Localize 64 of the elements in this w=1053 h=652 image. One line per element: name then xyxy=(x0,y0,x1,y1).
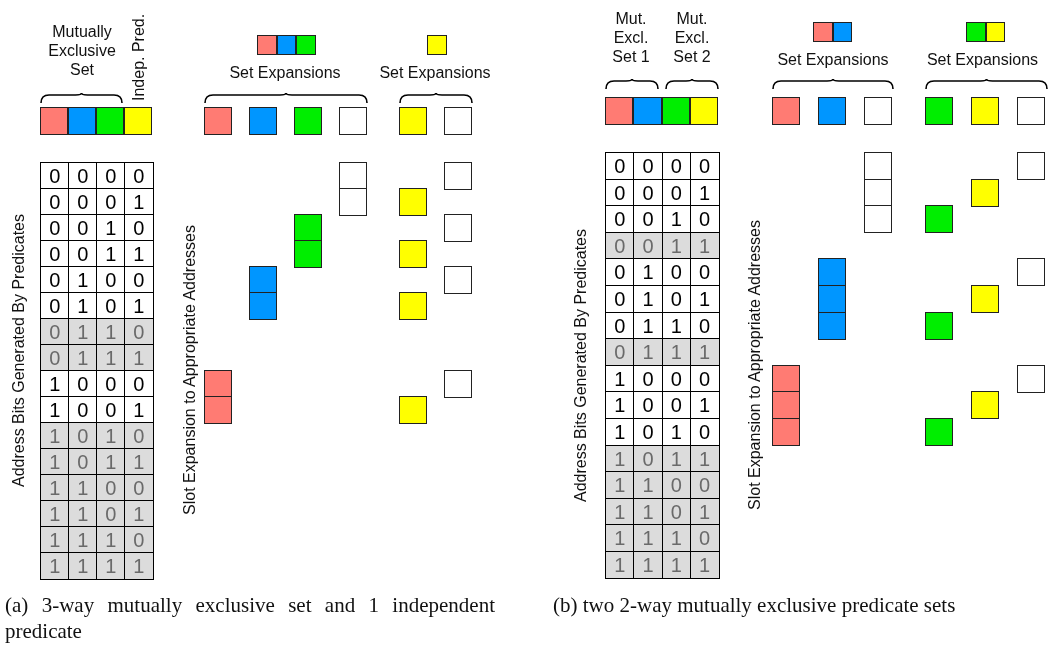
column-heading: Mut. Excl. Set 2 xyxy=(672,9,712,66)
axis-title: Address Bits Generated By Predicates xyxy=(9,213,28,487)
table-cell: 1 xyxy=(633,497,663,526)
table-cell: 0 xyxy=(633,391,663,420)
table-cell: 1 xyxy=(689,338,720,367)
group-heading: Set Expansions xyxy=(378,63,492,82)
table-cell: 1 xyxy=(633,471,663,500)
table-cell: 1 xyxy=(124,396,154,424)
table-cell: 1 xyxy=(633,524,663,553)
table-cell: 0 xyxy=(633,231,663,260)
table-cell: 0 xyxy=(124,370,154,398)
column-heading: Indep. Pred. xyxy=(129,12,148,101)
table-cell: 0 xyxy=(689,524,720,553)
table-cell: 0 xyxy=(689,205,720,234)
table-cell: 0 xyxy=(124,318,154,346)
table-cell: 1 xyxy=(124,292,154,320)
table-cell: 1 xyxy=(605,524,635,553)
table-cell: 0 xyxy=(124,214,154,242)
table-cell: 1 xyxy=(124,448,154,476)
table-cell: 0 xyxy=(605,338,635,367)
table-cell: 0 xyxy=(605,152,635,181)
table-cell: 0 xyxy=(661,471,692,500)
table-cell: 1 xyxy=(633,258,663,287)
table-cell: 1 xyxy=(124,188,154,216)
table-cell: 0 xyxy=(633,152,663,181)
table-cell: 0 xyxy=(689,152,720,181)
group-heading: Set Expansions xyxy=(925,50,1040,69)
table-cell: 1 xyxy=(633,338,663,367)
table-cell: 0 xyxy=(605,258,635,287)
table-cell: 0 xyxy=(689,258,720,287)
table-cell: 1 xyxy=(689,551,720,580)
column-heading: Mutually Exclusive Set xyxy=(47,22,117,79)
table-cell: 0 xyxy=(633,205,663,234)
table-cell: 1 xyxy=(605,471,635,500)
table-cell: 1 xyxy=(40,552,70,580)
table-cell: 1 xyxy=(661,551,692,580)
axis-title: Slot Expansion to Appropriate Addresses xyxy=(180,225,199,515)
group-heading: Set Expansions xyxy=(776,50,890,69)
table-cell: 1 xyxy=(633,551,663,580)
table-cell: 1 xyxy=(96,552,126,580)
table-cell: 1 xyxy=(605,551,635,580)
table-cell: 0 xyxy=(633,444,663,473)
axis-title: Slot Expansion to Appropriate Addresses xyxy=(745,220,764,510)
table-cell: 1 xyxy=(661,338,692,367)
table-cell: 0 xyxy=(124,526,154,554)
table-cell: 0 xyxy=(124,422,154,450)
table-cell: 1 xyxy=(605,391,635,420)
table-cell: 1 xyxy=(124,344,154,372)
table-cell: 0 xyxy=(689,471,720,500)
table-cell: 1 xyxy=(661,524,692,553)
table-cell: 1 xyxy=(124,552,154,580)
table-cell: 0 xyxy=(124,266,154,294)
table-cell: 0 xyxy=(605,205,635,234)
group-heading: Set Expansions xyxy=(228,63,342,82)
table-cell: 1 xyxy=(124,240,154,268)
table-cell: 1 xyxy=(68,552,98,580)
subfigure-caption: (a) 3-way mutually exclusive set and 1 independent predicate xyxy=(5,592,495,644)
table-cell: 0 xyxy=(124,162,154,190)
column-heading: Mut. Excl. Set 1 xyxy=(611,9,651,66)
table-cell: 1 xyxy=(124,500,154,528)
table-cell: 0 xyxy=(124,474,154,502)
axis-title: Address Bits Generated By Predicates xyxy=(571,228,590,502)
table-cell: 1 xyxy=(689,391,720,420)
subfigure-caption: (b) two 2-way mutually exclusive predicate sets xyxy=(553,592,957,618)
